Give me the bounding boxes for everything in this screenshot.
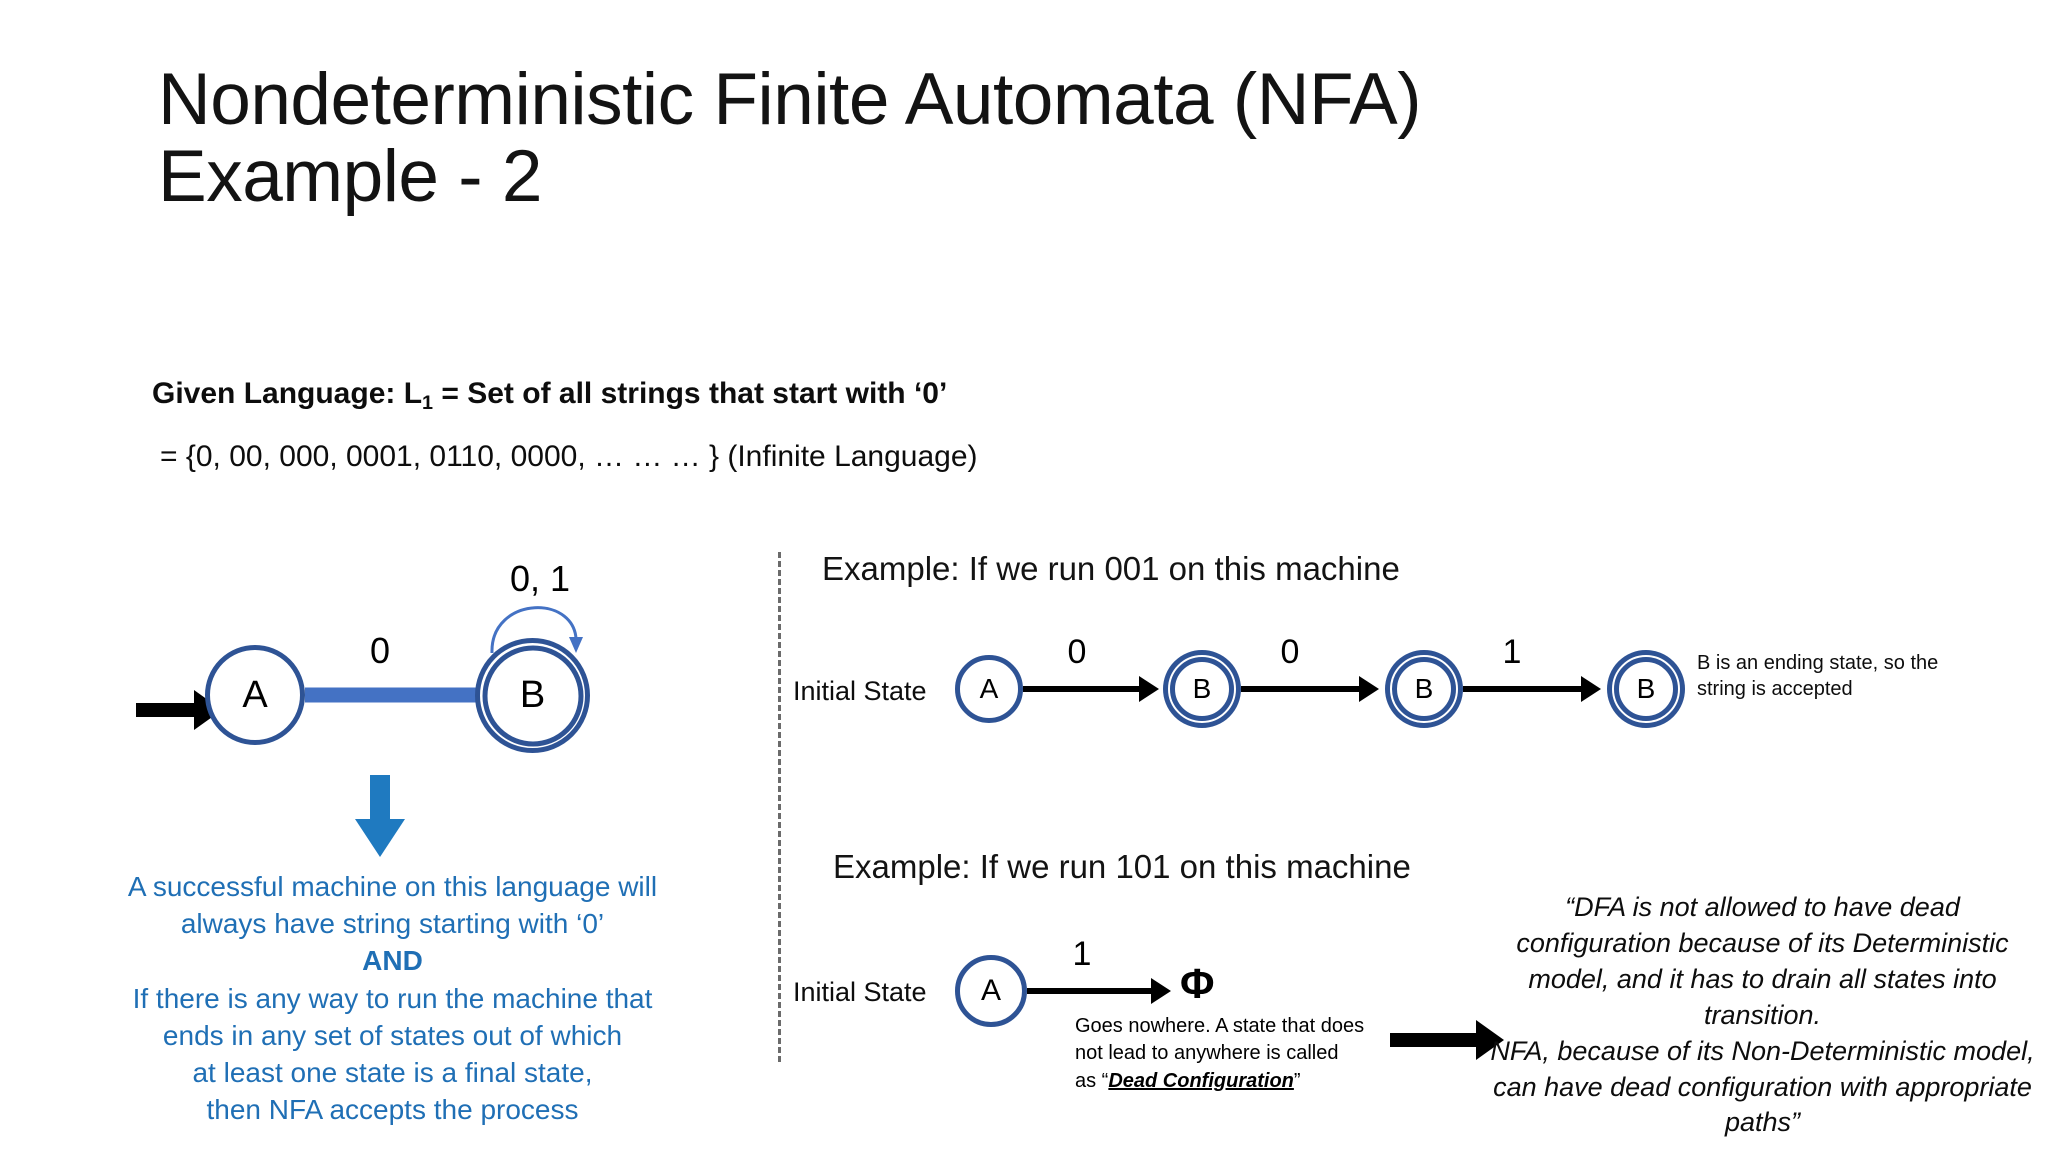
explanation-line-5: at least one state is a final state, [192, 1057, 593, 1089]
example-reject-heading: Example: If we run 101 on this machine [833, 848, 1411, 885]
quote-pointer-arrow [1390, 1020, 1510, 1060]
down-arrow-shaft [370, 775, 390, 823]
language-set-enumeration: = {0, 00, 000, 0001, 0110, 0000, … … … }… [160, 440, 978, 473]
trace-accept-arrow-0-shaft [1023, 686, 1141, 692]
trace-reject-arrow [1027, 974, 1177, 1008]
trace-accept-arrow-2 [1463, 672, 1607, 706]
self-loop-arc [490, 606, 583, 654]
dfa-nfa-quote: “DFA is not allowed to have dead configu… [1490, 890, 2035, 1141]
self-loop-symbol: 0, 1 [509, 558, 571, 599]
trace-accept-state-3-label: B [1636, 673, 1656, 704]
example-accept-heading: Example: If we run 001 on this machine [822, 550, 1400, 587]
page-title: Nondeterministic Finite Automata (NFA) E… [158, 59, 1858, 217]
trace-reject-arrow-shaft [1027, 988, 1153, 994]
trace-accept-state-3[interactable]: B [1607, 650, 1685, 728]
trace-reject-state-a-label: A [980, 974, 1001, 1007]
trace-accept-arrow-2-head [1581, 676, 1601, 702]
machine-state-a[interactable]: A [205, 645, 305, 745]
trace-reject-arrow-head [1151, 978, 1171, 1004]
trace-accept-state-2-label: B [1414, 673, 1434, 704]
trace-accept-state-1-label: B [1192, 673, 1212, 704]
trace-accept-state-1[interactable]: B [1163, 650, 1241, 728]
language-statement: = Set of all strings that start with ‘0’ [433, 377, 948, 410]
panel-divider [778, 552, 781, 1062]
example-accept-note-line-1: B is an ending state, so the [1697, 652, 1939, 674]
dead-note-part-2: ” [1293, 1069, 1301, 1092]
example-accept-initial-state-label: Initial State [793, 676, 927, 706]
nfa-acceptance-explanation: A successful machine on this language wi… [110, 868, 675, 1129]
quote-pointer-arrow-shaft [1390, 1033, 1478, 1047]
trace-accept-state-0[interactable]: A [955, 655, 1023, 723]
machine-state-b-label: B [519, 674, 546, 716]
explanation-line-2: always have string starting with ‘0’ [180, 908, 605, 940]
machine-state-a-label: A [242, 673, 268, 716]
trace-accept-state-2[interactable]: B [1385, 650, 1463, 728]
dead-configuration-note: Goes nowhere. A state that does not lead… [1075, 1013, 1365, 1095]
quote-pointer-arrow-head [1476, 1020, 1504, 1060]
explanation-line-6: then NFA accepts the process [206, 1094, 579, 1126]
dead-configuration-symbol: Φ [1180, 960, 1215, 1007]
machine-state-b[interactable]: B [475, 638, 590, 753]
start-arrow-shaft [136, 703, 196, 717]
trace-accept-arrow-2-shaft [1463, 686, 1583, 692]
transition-arrow-shaft [305, 687, 493, 703]
down-arrow [355, 775, 405, 865]
trace-accept-symbol-1: 0 [1280, 633, 1300, 671]
quote-paragraph-2: NFA, because of its Non-Deterministic mo… [1490, 1035, 2035, 1138]
trace-reject-symbol: 1 [1072, 935, 1092, 973]
trace-accept-symbol-0: 0 [1067, 633, 1087, 671]
trace-accept-arrow-0 [1023, 672, 1163, 706]
language-prefix: Given Language: L [152, 377, 423, 410]
given-language-statement: Given Language: L1 = Set of all strings … [152, 377, 947, 415]
language-subscript: 1 [422, 391, 434, 414]
trace-accept-arrow-0-head [1139, 676, 1159, 702]
title-line-2: Example - 2 [158, 135, 543, 217]
trace-reject-state-a[interactable]: A [955, 955, 1027, 1027]
dead-note-emphasis: Dead Configuration [1108, 1069, 1294, 1092]
explanation-line-4: ends in any set of states out of which [162, 1019, 623, 1051]
title-line-1: Nondeterministic Finite Automata (NFA) [158, 59, 1422, 140]
explanation-line-3: If there is any way to run the machine t… [132, 982, 653, 1014]
quote-paragraph-1: “DFA is not allowed to have dead configu… [1516, 892, 2009, 1030]
explanation-line-1: A successful machine on this language wi… [127, 871, 658, 902]
example-accept-note-line-2: string is accepted [1697, 678, 1853, 701]
explanation-and: AND [362, 945, 423, 977]
trace-accept-arrow-1 [1241, 672, 1385, 706]
trace-accept-arrow-1-shaft [1241, 686, 1361, 692]
dead-note-part-1: Goes nowhere. A state that does not lead… [1075, 1015, 1365, 1092]
trace-accept-arrow-1-head [1359, 676, 1379, 702]
down-arrow-head [355, 819, 405, 857]
trace-accept-symbol-2: 1 [1502, 633, 1522, 671]
transition-symbol-0: 0 [369, 630, 391, 671]
example-reject-initial-state-label: Initial State [793, 977, 927, 1007]
trace-accept-state-0-label: A [979, 673, 999, 704]
example-accept-note: B is an ending state, so the string is a… [1697, 650, 1997, 703]
